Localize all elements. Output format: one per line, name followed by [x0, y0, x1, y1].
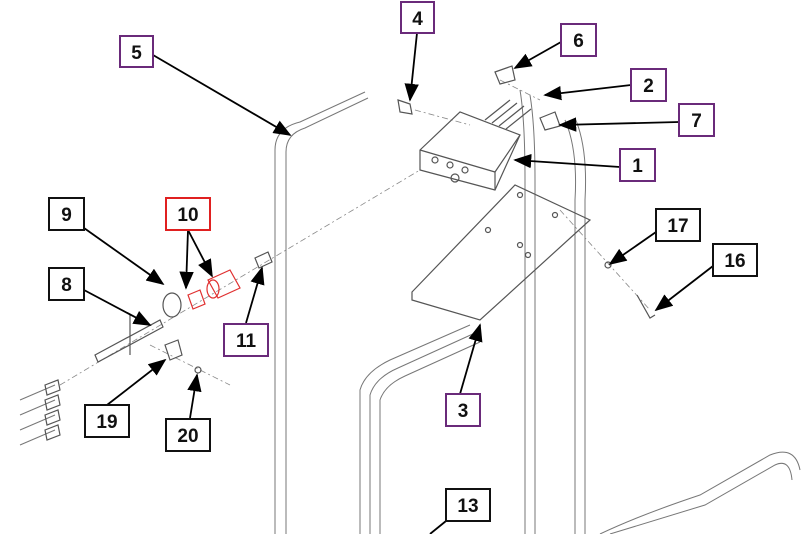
callout-label: 3 — [458, 401, 469, 422]
center-lines — [59, 79, 651, 386]
callout-label: 1 — [632, 156, 643, 177]
callout-13: 13 — [445, 488, 491, 522]
leader-arrows — [83, 32, 714, 534]
callout-label: 4 — [412, 9, 423, 30]
callout-label: 17 — [667, 216, 688, 237]
callout-label: 7 — [691, 111, 702, 132]
callout-6: 6 — [560, 23, 597, 57]
callout-3: 3 — [445, 393, 481, 427]
callout-label: 19 — [96, 412, 117, 433]
callout-8: 8 — [48, 267, 85, 301]
fittings — [44, 251, 656, 441]
callout-5: 5 — [119, 35, 154, 68]
callout-label: 9 — [61, 205, 72, 226]
callout-17: 17 — [655, 208, 701, 242]
callout-label: 20 — [177, 426, 198, 447]
callout-label: 5 — [131, 43, 142, 64]
callout-1: 1 — [619, 148, 656, 182]
callout-label: 2 — [643, 76, 654, 97]
callout-16: 16 — [712, 243, 758, 277]
callout-label: 13 — [457, 496, 478, 517]
callout-4: 4 — [400, 1, 435, 34]
mounting-plate — [411, 184, 592, 321]
callout-label: 16 — [724, 251, 745, 272]
hose-lines — [19, 89, 801, 534]
callout-7: 7 — [678, 103, 715, 137]
callout-label: 11 — [236, 331, 257, 352]
callout-11: 11 — [223, 323, 269, 357]
callout-9: 9 — [48, 197, 85, 231]
callout-20: 20 — [165, 418, 211, 452]
callout-2: 2 — [630, 68, 667, 102]
callout-label: 10 — [177, 205, 198, 226]
callout-label: 8 — [61, 275, 72, 296]
callout-10: 10 — [165, 197, 211, 231]
callout-label: 6 — [573, 31, 584, 52]
callout-19: 19 — [84, 404, 130, 438]
valve-block — [397, 65, 561, 191]
